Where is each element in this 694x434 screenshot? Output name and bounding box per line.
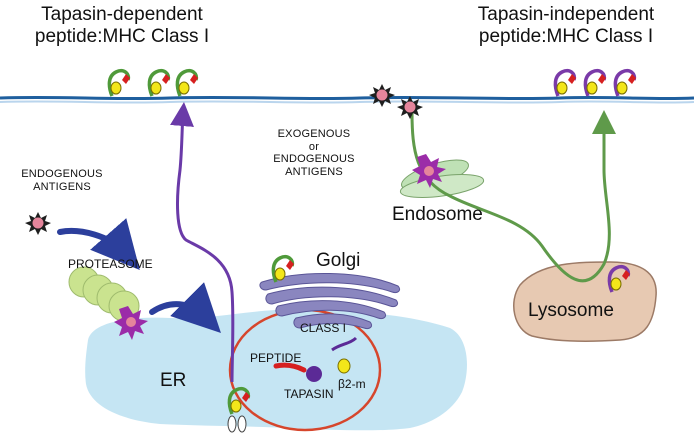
mhc-lysosome (607, 264, 631, 293)
endosome-peptide-icon (412, 154, 446, 188)
title-tapasin-independent: Tapasin-independent peptide:MHC Class I (477, 4, 655, 47)
label-class-i: CLASS I (300, 321, 347, 335)
tapasin-molecule (306, 366, 322, 382)
label-er: ER (160, 370, 187, 391)
cell-membrane (0, 95, 694, 101)
exogenous-antigen-icon-2 (397, 96, 423, 119)
mhc-purple-surface-3 (613, 68, 637, 97)
mhc-purple-surface-1 (553, 68, 577, 97)
er-shape (85, 309, 467, 431)
label-lysosome: Lysosome (528, 300, 614, 321)
mhc-golgi (271, 254, 295, 283)
mhc-green-surface-3 (175, 68, 199, 97)
mhc-green-surface-2 (147, 68, 171, 97)
class-i-chain (331, 336, 358, 352)
golgi-apparatus (259, 273, 401, 329)
label-exogenous-antigens: EXOGENOUS or ENDOGENOUS ANTIGENS (273, 128, 355, 178)
label-endosome: Endosome (392, 204, 483, 225)
exogenous-antigen-icon (369, 84, 395, 107)
label-proteasome: PROTEASOME (68, 257, 153, 271)
mhc-er-exit (227, 386, 251, 433)
endogenous-antigen-icon (25, 212, 51, 235)
endosome-shape (399, 159, 485, 198)
label-beta2m: β2-m (338, 377, 366, 391)
path-tapasin-dependent (170, 102, 235, 383)
arrow-antigen-to-proteasome (57, 218, 140, 271)
arrow-proteasome-to-er (149, 282, 221, 333)
mhc-green-surface-1 (107, 68, 131, 97)
label-peptide: PEPTIDE (250, 351, 302, 365)
processed-peptide-icon (114, 306, 148, 340)
beta2m-molecule (337, 358, 351, 374)
label-golgi: Golgi (316, 250, 361, 271)
proteasome (68, 266, 140, 322)
peptide-fragment (273, 362, 307, 373)
label-endogenous-antigens: ENDOGENOUS ANTIGENS (21, 168, 103, 193)
path-tapasin-independent (410, 110, 616, 283)
mhc-purple-surface-2 (583, 68, 607, 97)
label-tapasin: TAPASIN (284, 387, 334, 401)
title-tapasin-dependent: Tapasin-dependent peptide:MHC Class I (34, 4, 210, 47)
